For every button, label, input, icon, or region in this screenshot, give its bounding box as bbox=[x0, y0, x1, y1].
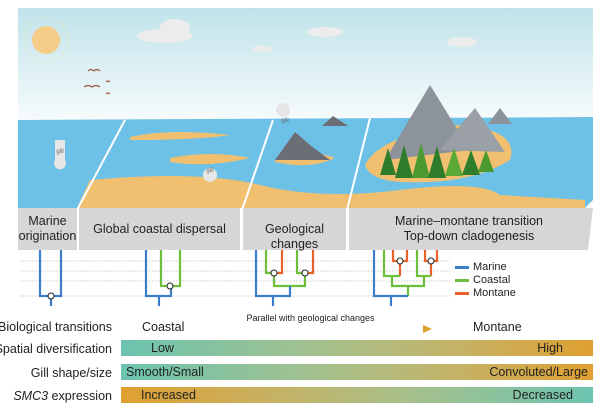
forest bbox=[380, 143, 494, 178]
bar-end: Decreased bbox=[512, 388, 573, 402]
row-label-transitions: Biological transitions bbox=[0, 320, 112, 334]
row-label-gill: Gill shape/size bbox=[30, 366, 112, 380]
svg-text:gill: gill bbox=[281, 118, 288, 124]
panel-label-geological-changes: Geological changes bbox=[264, 222, 325, 251]
panel-dividers bbox=[76, 117, 371, 211]
legend-label: Coastal bbox=[473, 274, 511, 286]
bar-end: Convoluted/Large bbox=[489, 365, 588, 379]
row-label-text: expression bbox=[48, 389, 112, 403]
tree-geological-changes bbox=[254, 250, 315, 306]
row-label-smc3: SMC3 expression bbox=[13, 389, 112, 403]
sun-icon bbox=[23, 17, 69, 63]
panel-label-line1: Marine–montane transition bbox=[395, 214, 543, 228]
label-band bbox=[18, 208, 593, 250]
mountains bbox=[275, 85, 512, 160]
svg-text:gill: gill bbox=[56, 149, 63, 155]
transition-arrow-text: Parallel with geological changes bbox=[246, 313, 375, 323]
gene-name: SMC3 bbox=[13, 389, 49, 403]
tree-coastal-dispersal bbox=[144, 250, 182, 306]
panel-label-montane-transition: Marine–montane transition Top-down clado… bbox=[349, 214, 589, 244]
tree-montane-transition bbox=[372, 250, 439, 306]
bar-start: Low bbox=[151, 341, 174, 355]
grid-lines bbox=[20, 260, 450, 297]
transition-start: Coastal bbox=[142, 320, 185, 334]
smc3-expression-bar: Increased Decreased bbox=[121, 387, 593, 403]
clouds bbox=[137, 19, 477, 52]
gill-icon: gill gill gill bbox=[54, 103, 290, 182]
panel-label-marine-origination: Marine origination bbox=[18, 214, 77, 243]
node-circles bbox=[47, 257, 435, 300]
gill-shape-bar: Smooth/Small Convoluted/Large bbox=[121, 364, 593, 380]
bar-start: Increased bbox=[141, 388, 196, 402]
legend-label: Montane bbox=[473, 287, 516, 299]
legend-marine: Marine bbox=[455, 261, 507, 273]
legend-montane: Montane bbox=[455, 287, 516, 299]
bar-start: Smooth/Small bbox=[126, 365, 204, 379]
row-label-spatial: Spatial diversification bbox=[0, 342, 112, 356]
birds-icon bbox=[83, 68, 111, 95]
transition-end: Montane bbox=[473, 320, 522, 334]
sea-and-land bbox=[18, 117, 593, 208]
legend-label: Marine bbox=[473, 261, 507, 273]
legend-coastal: Coastal bbox=[455, 274, 510, 286]
phylogeny-trees bbox=[38, 250, 439, 306]
panel-label-line2: Top-down cladogenesis bbox=[403, 229, 535, 243]
svg-text:gill: gill bbox=[206, 168, 213, 174]
transition-arrow bbox=[193, 325, 432, 333]
spatial-diversification-bar: Low High bbox=[121, 340, 593, 356]
bar-end: High bbox=[537, 341, 563, 355]
panel-label-coastal-dispersal: Global coastal dispersal bbox=[93, 222, 226, 236]
